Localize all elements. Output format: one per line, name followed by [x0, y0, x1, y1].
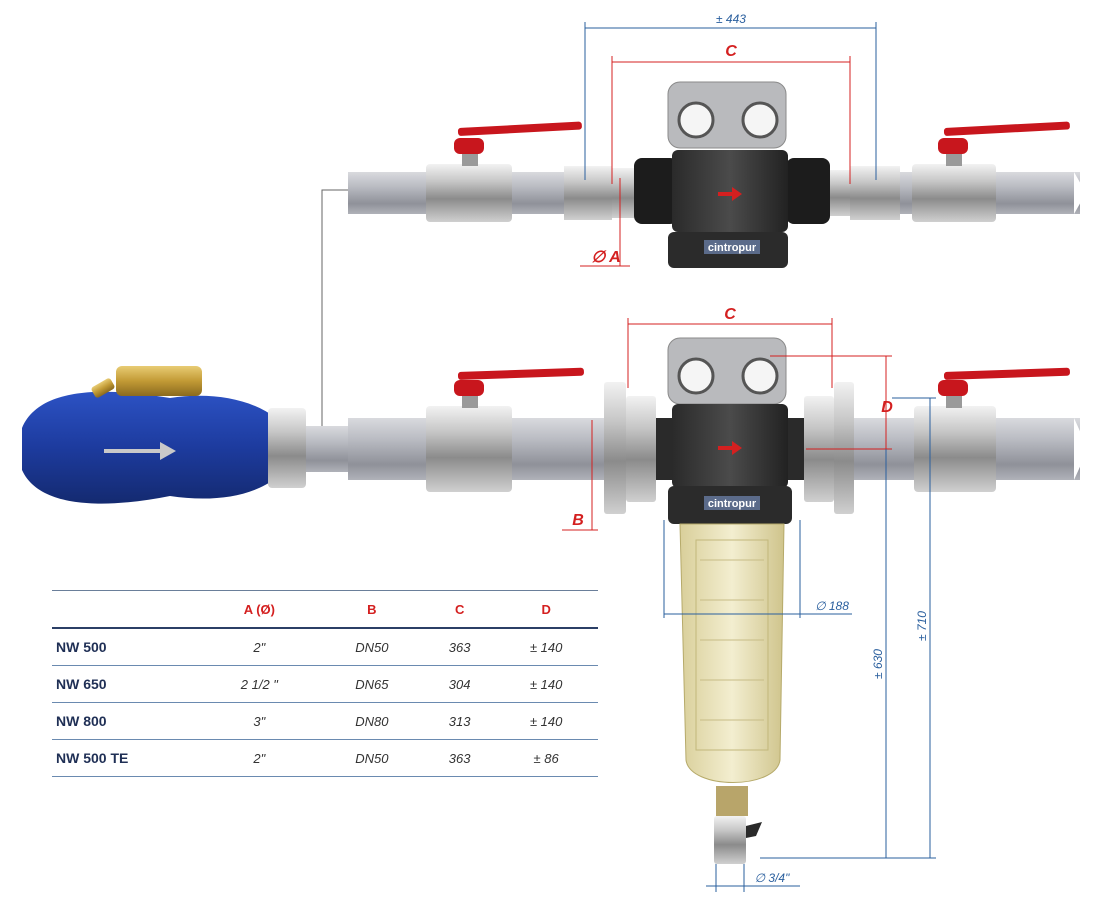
brand-label: cintropur [708, 498, 757, 510]
connector-line [300, 189, 348, 450]
left-flange [604, 382, 626, 514]
flow-arrow-icon [718, 441, 742, 455]
filter-bowl [679, 523, 785, 864]
cell-c: 313 [424, 702, 495, 740]
dim-c-bottom: C [724, 306, 736, 323]
dimension-a [580, 178, 630, 267]
top-left-union [564, 166, 612, 220]
cell-a: 2" [200, 739, 319, 777]
dimension-height-710 [892, 397, 936, 859]
flow-arrow-icon [104, 442, 176, 460]
top-right-union [850, 166, 900, 220]
dimension-height-630 [760, 449, 892, 859]
dimension-overall-width [584, 22, 877, 180]
table-header-row: A (Ø) B C D [52, 590, 598, 629]
dim-drain-diameter: ∅ 3/4" [755, 871, 790, 885]
meter-brass-cap [116, 366, 202, 396]
bottom-left-ball-valve [426, 367, 584, 492]
cell-c: 363 [424, 739, 495, 777]
pressure-gauge-icon [741, 357, 779, 395]
pressure-gauge-icon [677, 357, 715, 395]
cell-b: DN80 [318, 702, 425, 740]
cell-b: DN50 [318, 628, 425, 666]
top-right-ball-valve [912, 121, 1070, 222]
column-header: B [318, 590, 425, 629]
cell-b: DN50 [318, 739, 425, 777]
cell-c: 304 [424, 665, 495, 703]
top-left-ball-valve [426, 121, 582, 222]
column-header: A (Ø) [200, 590, 319, 629]
column-header [52, 590, 200, 629]
model-cell: NW 650 [52, 665, 200, 703]
dim-bowl-diameter: ∅ 188 [815, 599, 849, 613]
cell-d: ± 86 [494, 739, 598, 777]
cell-d: ± 140 [494, 702, 598, 740]
table-row: NW 650 2 1/2 " DN65 304 ± 140 [52, 665, 598, 703]
dimension-d [770, 355, 892, 450]
top-filter-head: cintropur [634, 81, 830, 268]
model-cell: NW 800 [52, 702, 200, 740]
pressure-gauge-icon [741, 101, 779, 139]
model-cell: NW 500 TE [52, 739, 200, 777]
column-header: D [494, 590, 598, 629]
flow-arrow-icon [718, 187, 742, 201]
bottom-filter-head: cintropur [667, 337, 792, 524]
drain-valve [714, 816, 746, 864]
dimension-drain-diameter [706, 864, 800, 892]
dimension-bowl-diameter [663, 520, 852, 618]
bottom-right-ball-valve [914, 367, 1070, 492]
bottom-assembly: cintropur [348, 337, 1088, 864]
water-meter [22, 366, 348, 504]
top-assembly: cintropur [348, 81, 1086, 268]
table-row: NW 800 3" DN80 313 ± 140 [52, 702, 598, 740]
pressure-gauge-icon [677, 101, 715, 139]
dimension-b [562, 420, 598, 531]
specification-table: A (Ø) B C D NW 500 2" DN50 363 ± 140 NW … [52, 590, 598, 777]
cell-a: 3" [200, 702, 319, 740]
dim-d: D [881, 399, 893, 416]
table-row: NW 500 TE 2" DN50 363 ± 86 [52, 739, 598, 777]
table-row: NW 500 2" DN50 363 ± 140 [52, 628, 598, 666]
dim-b: B [572, 512, 584, 529]
right-flange [834, 382, 854, 514]
cell-d: ± 140 [494, 665, 598, 703]
dim-c-top: C [725, 43, 737, 60]
dimension-c-bottom [627, 318, 833, 388]
meter-nut [268, 408, 306, 488]
dimension-c-top [611, 56, 851, 184]
dim-a: ∅ A [591, 249, 620, 266]
model-cell: NW 500 [52, 628, 200, 666]
brand-label: cintropur [708, 242, 757, 254]
cell-b: DN65 [318, 665, 425, 703]
dim-height-710: ± 710 [915, 611, 929, 641]
cell-c: 363 [424, 628, 495, 666]
cell-a: 2 1/2 " [200, 665, 319, 703]
dim-height-630: ± 630 [871, 649, 885, 679]
cell-d: ± 140 [494, 628, 598, 666]
column-header: C [424, 590, 495, 629]
dim-overall-width: ± 443 [716, 12, 746, 26]
cell-a: 2" [200, 628, 319, 666]
